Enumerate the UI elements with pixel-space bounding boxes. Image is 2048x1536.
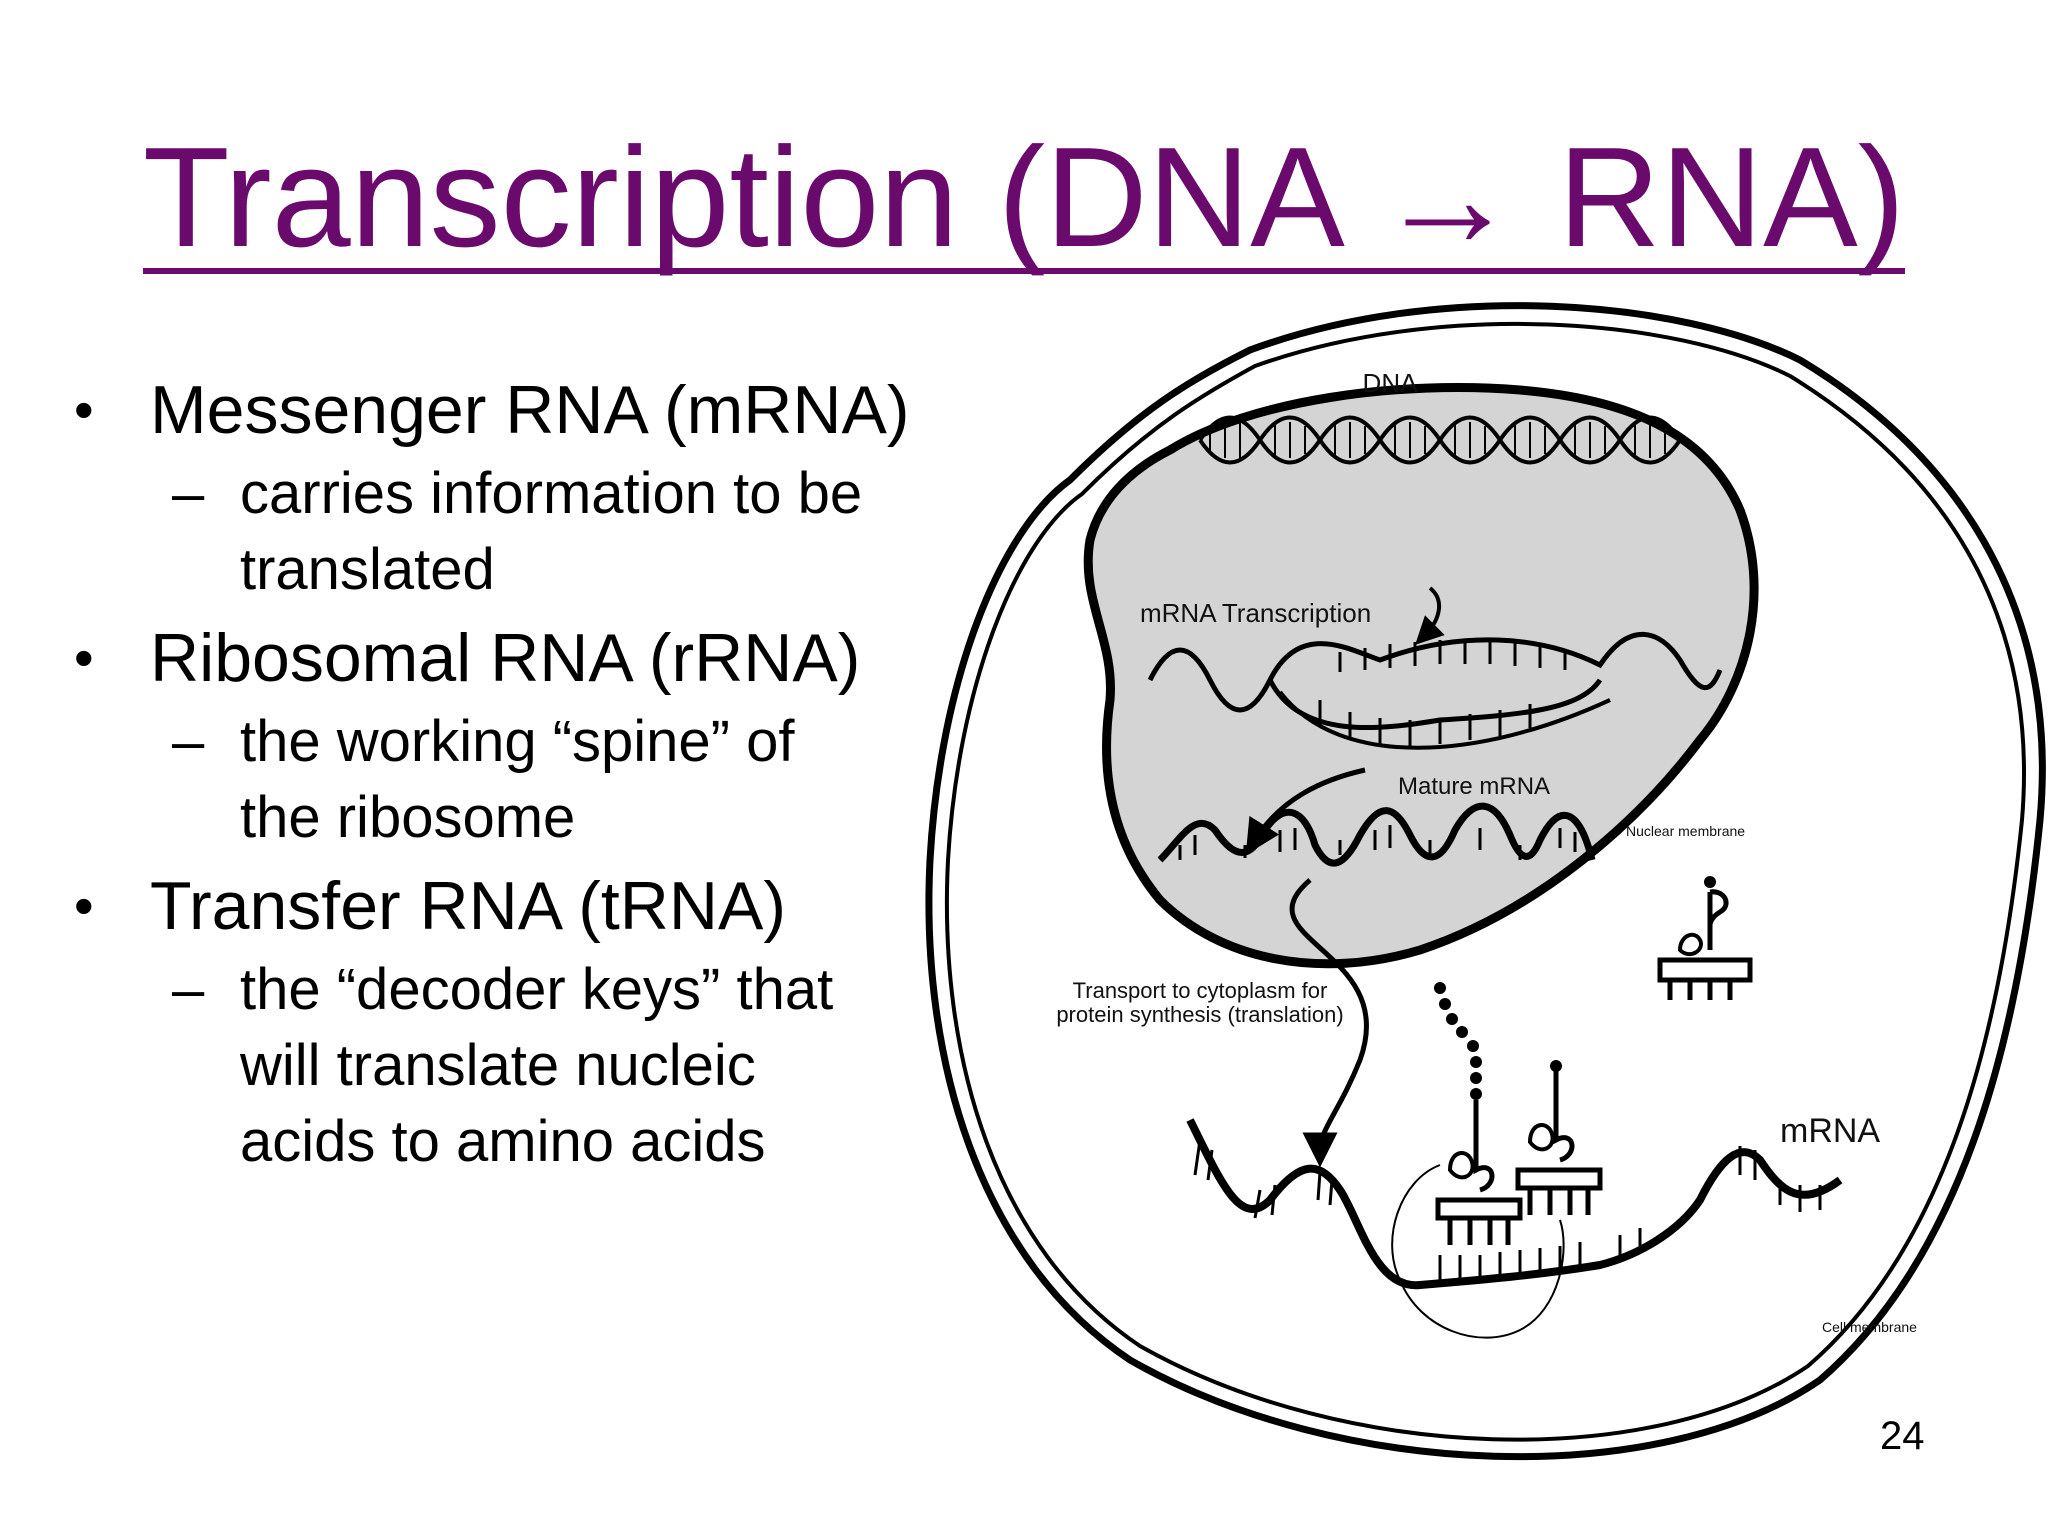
sub-bullet-trna: –the “decoder keys” that will translate n… — [60, 952, 960, 1180]
bullet-dot-icon: • — [74, 626, 94, 689]
sub-line: acids to amino acids — [240, 1109, 766, 1174]
polypeptide-chain — [1434, 982, 1482, 1100]
label-dna: DNA — [1363, 368, 1419, 398]
sub-line: translated — [240, 537, 495, 602]
nucleus — [1083, 383, 1759, 969]
bullet-dot-icon: • — [74, 378, 94, 441]
sub-bullet-rrna: –the working “spine” of the ribosome — [60, 704, 960, 856]
bullet-text: Transfer RNA (tRNA) — [150, 868, 787, 944]
label-mature-mrna: Mature mRNA — [1398, 773, 1550, 800]
trna-ribosome-1 — [1435, 1100, 1523, 1245]
bullet-mrna: • Messenger RNA (mRNA) — [60, 370, 960, 450]
label-mrna: mRNA — [1780, 1112, 1880, 1150]
transport-arrow-icon — [1289, 878, 1369, 1168]
cell-membrane-outer — [925, 302, 2046, 1461]
bullet-text: Messenger RNA (mRNA) — [150, 372, 910, 448]
transcription-bubble — [1147, 631, 1723, 750]
cell-membrane-inner — [944, 321, 2026, 1442]
bullet-list: •Messenger RNA (mRNA) –carries informati… — [60, 370, 960, 1190]
title-text-right: RNA) — [1557, 118, 1906, 277]
ribosome-outline — [1391, 1164, 1565, 1339]
cytoplasm-mrna-strand — [1186, 1118, 1843, 1290]
title-text-left: Transcription (DNA — [142, 118, 1338, 277]
sub-line: the working “spine” of — [240, 709, 795, 774]
dash-icon: – — [172, 461, 205, 526]
dash-icon: – — [172, 709, 205, 774]
mature-mrna-strand — [1157, 802, 1596, 867]
arrow-icon — [1415, 586, 1445, 645]
cell-diagram: DNA mRNA Transcription Mature mRNA Nucle… — [925, 302, 2046, 1461]
label-nuclear-membrane: Nuclear membrane — [1626, 823, 1745, 839]
trna-ribosome-2 — [1515, 1060, 1603, 1215]
arrow-right-icon: → — [1376, 118, 1519, 277]
label-transport-line-2: protein synthesis (translation) — [1056, 1002, 1343, 1027]
label-mrna-transcription: mRNA Transcription — [1140, 598, 1371, 628]
label-transport-line-1: Transport to cytoplasm for — [1073, 978, 1328, 1003]
dna-helix — [1198, 415, 1682, 465]
sub-line: will translate nucleic — [240, 1033, 756, 1098]
bullet-dot-icon: • — [74, 874, 94, 937]
page-number: 24 — [1880, 1414, 1925, 1458]
bullet-trna: • Transfer RNA (tRNA) — [60, 866, 960, 946]
slide-title: Transcription (DNA → RNA) — [0, 118, 2048, 278]
dash-icon: – — [172, 957, 205, 1022]
bullet-rrna: • Ribosomal RNA (rRNA) — [60, 618, 960, 698]
sub-line: the ribosome — [240, 785, 576, 850]
bullet-text: Ribosomal RNA (rRNA) — [150, 620, 861, 696]
trna-free — [1657, 876, 1753, 1000]
label-cell-membrane: Cell membrane — [1822, 1319, 1917, 1335]
sub-line: the “decoder keys” that — [240, 957, 834, 1022]
sub-bullet-mrna: –carries information to be translated — [60, 456, 960, 608]
sub-line: carries information to be — [240, 461, 863, 526]
